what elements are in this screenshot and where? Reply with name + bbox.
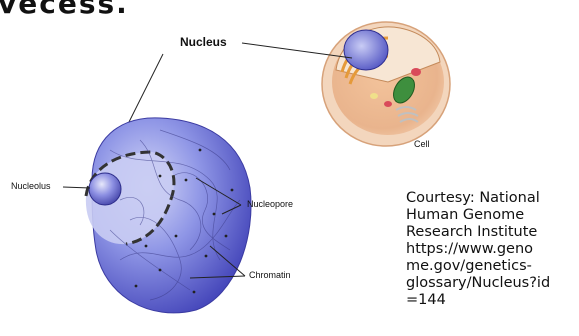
cell-vesicle-3 [370,93,378,99]
nucleus-label: Nucleus [180,35,227,49]
credit-url-line: =144 [406,292,578,309]
cell-illustration [322,22,450,146]
credit-url-line: glossary/Nucleus?id [406,275,578,292]
nucleolus-leader-line [63,187,90,188]
chromatin-label: Chromatin [249,270,291,280]
nucleolus-label: Nucleolus [11,181,51,191]
nucleolus [89,173,121,205]
nucleus-pointer-line [128,54,163,124]
credit-line: Research Institute [406,224,578,241]
cell-vesicle [411,68,421,76]
credit-text: Courtesy: National Human Genome Research… [406,190,578,309]
cell-nucleus [344,30,388,70]
nucleus-illustration [86,118,251,313]
nucleopore-label: Nucleopore [247,199,293,209]
credit-line: Courtesy: National [406,190,578,207]
cell-label: Cell [414,139,430,149]
credit-url-line: https://www.geno [406,241,578,258]
credit-line: Human Genome [406,207,578,224]
credit-url-line: me.gov/genetics- [406,258,578,275]
cell-vesicle-2 [384,101,392,107]
